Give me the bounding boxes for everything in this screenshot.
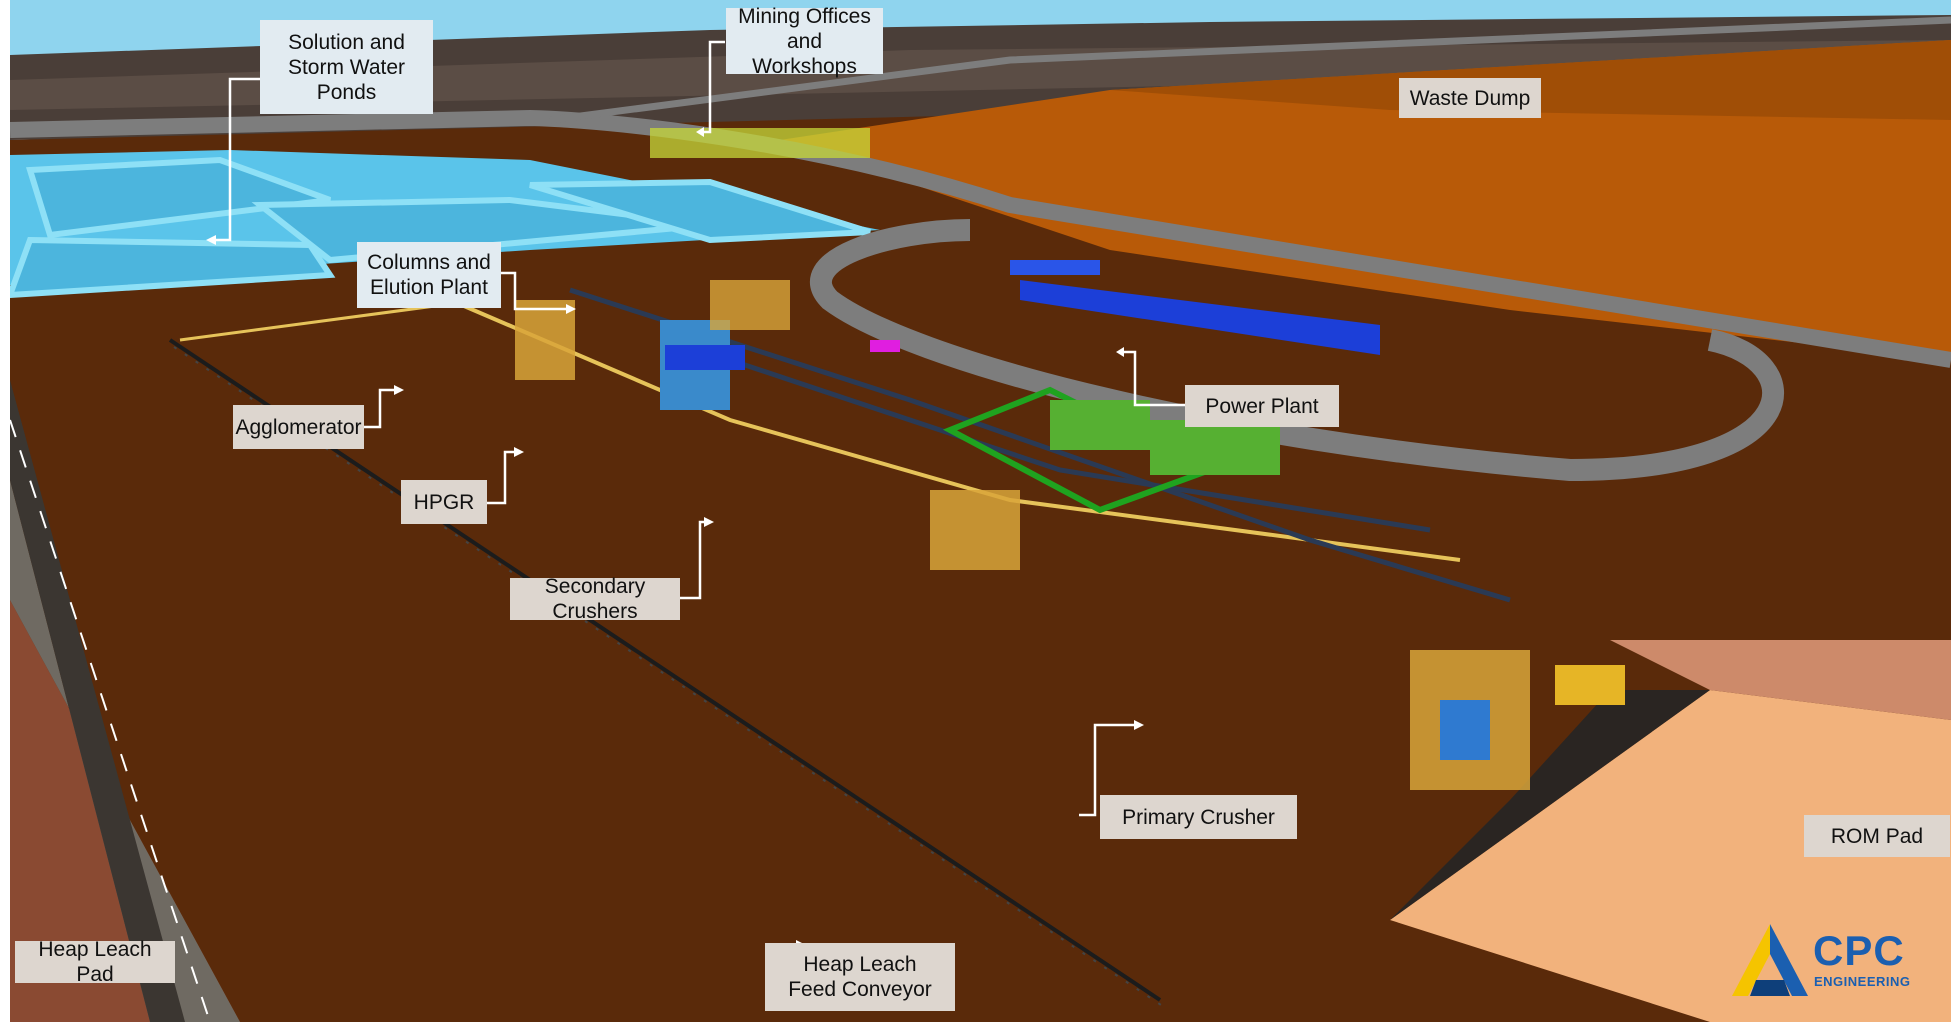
connector-primary	[1079, 723, 1140, 817]
label-heap-leach-pad: Heap Leach Pad	[15, 938, 175, 986]
label-waste-dump: Waste Dump	[1399, 78, 1541, 118]
green-building-2	[1150, 420, 1280, 475]
cpc-engineering-logo: CPC ENGINEERING	[1728, 920, 1948, 1000]
connector-agglomerator	[364, 388, 400, 429]
connector-ponds	[210, 77, 260, 242]
site-access-road	[810, 219, 1784, 482]
label-solution-ponds: Solution and Storm Water Ponds	[260, 20, 433, 114]
logo-triangle-icon	[1732, 924, 1808, 996]
secondary-crushers-structure	[930, 490, 1020, 570]
logo-text-sub: ENGINEERING	[1814, 974, 1911, 989]
waste-dump-area	[780, 40, 1951, 360]
label-heap-leach-feed-conveyor: Heap Leach Feed Conveyor	[765, 943, 955, 1011]
connector-offices	[698, 40, 725, 134]
label-mining-offices: Mining Offices and Workshops	[726, 5, 883, 78]
label-primary-crusher: Primary Crusher	[1100, 795, 1297, 839]
callout-connectors	[206, 40, 1185, 979]
heap-leach-feed-conveyor-line	[168, 338, 1162, 1002]
power-plant-gensets	[1020, 280, 1380, 355]
label-secondary-crushers: Secondary Crushers	[510, 575, 680, 623]
connector-secondary	[680, 520, 710, 600]
agglomerator-structure	[515, 300, 575, 380]
connector-hpgr	[486, 450, 520, 505]
elution-plant-structure	[710, 280, 790, 330]
rom-pad	[1390, 690, 1951, 1022]
connector-elution	[500, 271, 572, 311]
main-conveyor	[449, 298, 1461, 562]
green-building-1	[1050, 400, 1150, 450]
label-rom-pad: ROM Pad	[1804, 815, 1950, 857]
logo-text-main: CPC	[1813, 927, 1905, 974]
label-columns-elution: Columns and Elution Plant	[357, 242, 501, 308]
label-hpgr: HPGR	[401, 480, 487, 524]
label-power-plant: Power Plant	[1185, 385, 1339, 427]
label-agglomerator: Agglomerator	[233, 405, 364, 449]
mining-offices-buildings	[650, 128, 870, 158]
connector-power	[1120, 350, 1185, 407]
site-render: Solution and Storm Water Ponds Mining Of…	[10, 0, 1951, 1022]
haul-truck	[1555, 665, 1625, 705]
